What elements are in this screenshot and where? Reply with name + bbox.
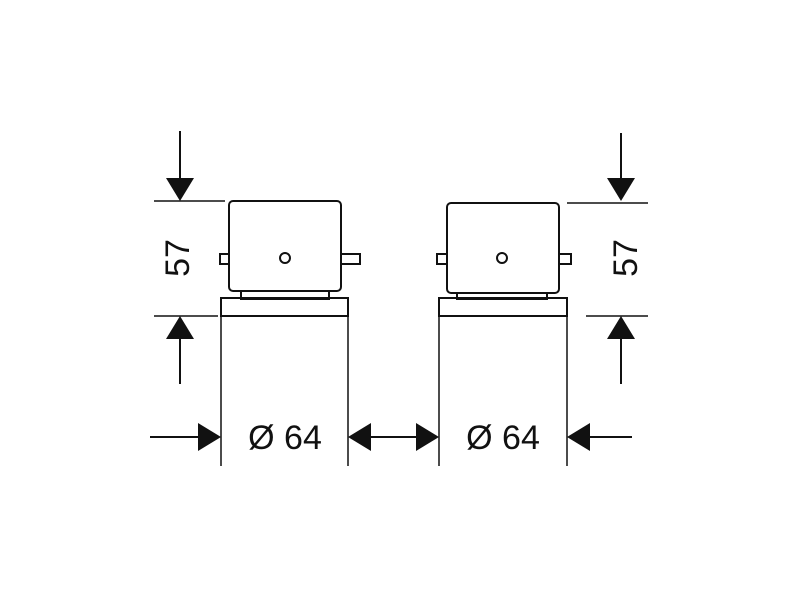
width-extension-lines [220,316,568,466]
left-diameter-arrowhead-right [348,423,371,451]
right-handle [436,202,572,317]
left-diameter-label: Ø 64 [248,419,322,457]
left-height-label: 57 [159,239,197,277]
left-diameter-dimension: Ø 64 [150,419,371,457]
left-diameter-arrowhead-left [198,423,221,451]
right-handle-pin-left [436,253,448,265]
left-handle [219,200,361,317]
right-height-arrowhead-top [607,178,635,201]
right-handle-dot [496,252,508,264]
left-handle-dot [279,252,291,264]
right-height-dimension: 57 [567,133,648,384]
left-height-arrowhead-top [166,178,194,201]
right-diameter-arrowhead-left [416,423,439,451]
right-diameter-label: Ø 64 [466,419,540,457]
right-diameter-dimension: Ø 64 [369,419,632,457]
left-handle-body [228,200,342,292]
right-diameter-arrowhead-right [567,423,590,451]
right-height-label: 57 [607,239,645,277]
left-handle-pin-right [340,253,361,265]
right-handle-base [438,297,568,317]
left-height-dimension: 57 [154,131,225,384]
left-height-arrowhead-bottom [166,316,194,339]
right-handle-pin-right [558,253,572,265]
left-handle-base [220,297,349,317]
left-handle-pin-left [219,253,230,265]
right-height-arrowhead-bottom [607,316,635,339]
right-handle-body [446,202,560,294]
